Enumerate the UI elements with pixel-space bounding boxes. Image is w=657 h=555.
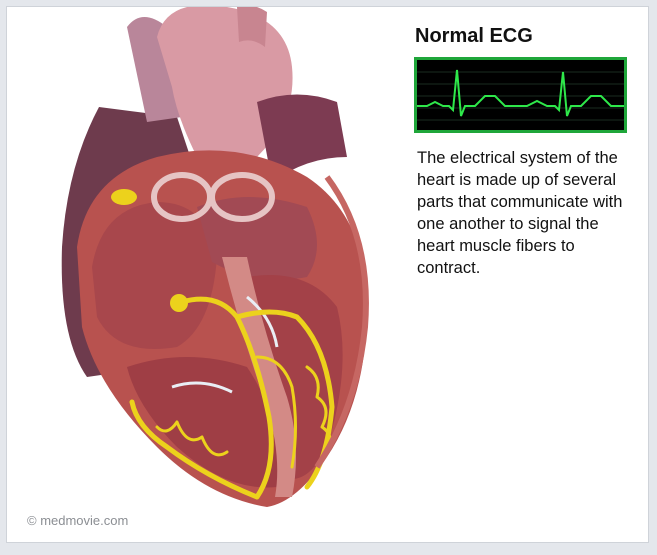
- heart-cross-section-illustration: [7, 7, 407, 542]
- copyright-credit: © medmovie.com: [27, 513, 128, 528]
- ecg-monitor: [414, 57, 627, 133]
- ecg-trace: [417, 70, 624, 116]
- sa-node: [111, 189, 137, 205]
- description-text: The electrical system of the heart is ma…: [417, 147, 632, 279]
- ecg-waveform: [417, 60, 624, 130]
- av-node: [170, 294, 188, 312]
- ecg-title: Normal ECG: [415, 25, 533, 48]
- illustration-panel: Normal ECG The electrical system of the …: [6, 6, 649, 543]
